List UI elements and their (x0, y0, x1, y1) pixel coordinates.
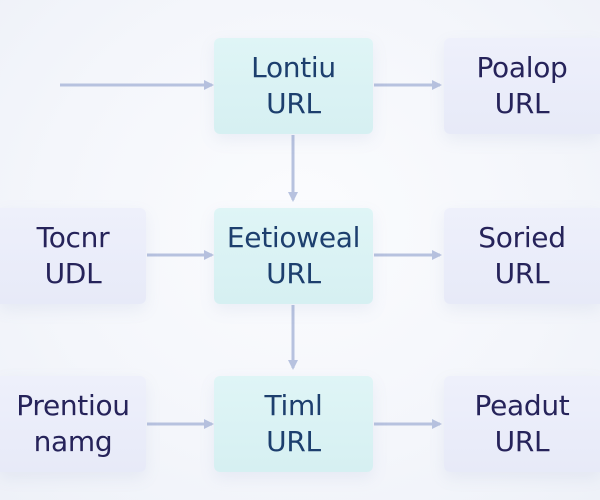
node-right-middle: Soried URL (444, 208, 600, 304)
node-left-middle-line2: UDL (44, 257, 102, 290)
node-right-bottom-line1: Peadut (474, 389, 570, 422)
node-right-top-line1: Poalop (476, 51, 568, 84)
node-center-top: Lontiu URL (214, 38, 373, 134)
node-right-middle-line1: Soried (478, 221, 566, 254)
node-center-bottom-line1: Timl (264, 389, 323, 422)
node-left-bottom-line2: namg (33, 425, 113, 458)
node-center-middle-line1: Eetioweal (226, 221, 361, 254)
node-center-middle-line2: URL (266, 257, 321, 290)
node-center-middle: Eetioweal URL (214, 208, 373, 304)
node-right-bottom-line2: URL (494, 425, 550, 458)
node-left-bottom: Prentiou namg (0, 376, 146, 472)
node-right-top-line2: URL (494, 87, 550, 120)
node-left-bottom-line1: Prentiou (16, 389, 130, 422)
node-right-top: Poalop URL (444, 38, 600, 134)
node-left-middle-line1: Tocnr (36, 221, 110, 254)
node-left-middle: Tocnr UDL (0, 208, 146, 304)
node-center-bottom-line2: URL (266, 425, 321, 458)
node-center-bottom: Timl URL (214, 376, 373, 472)
node-right-bottom: Peadut URL (444, 376, 600, 472)
node-center-top-line2: URL (266, 87, 321, 120)
node-center-top-line1: Lontiu (251, 51, 336, 84)
node-right-middle-line2: URL (494, 257, 550, 290)
